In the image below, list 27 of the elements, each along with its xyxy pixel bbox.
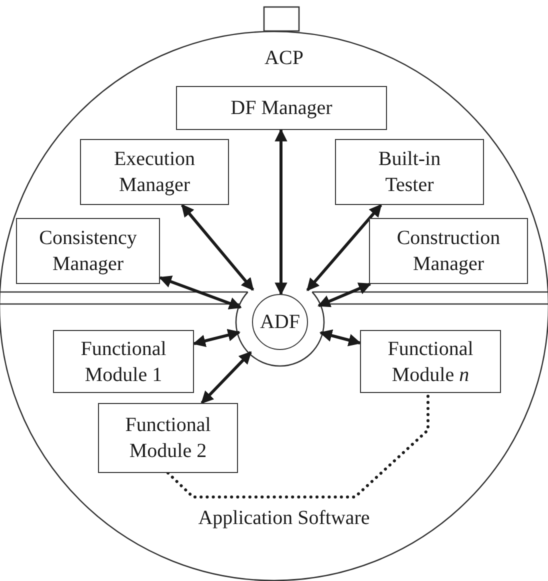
node-label: Execution Manager [112,147,196,198]
node-label: Functional Module 1 [80,336,168,388]
double-arrow [274,128,288,296]
process-box [16,218,160,284]
node-label: Built-in Tester [377,147,442,198]
double-arrow [158,276,242,310]
process-box [53,330,194,393]
process-box [98,403,238,473]
node-label: Construction Manager [396,226,502,277]
region-label: ACP [264,47,304,70]
region-label: Application Software [198,507,370,530]
node-label: ADF [258,310,301,335]
double-arrow [319,329,362,346]
process-box [360,330,501,393]
double-arrow [192,328,241,348]
process-box [335,139,484,205]
process-box [176,86,387,130]
node-label: Functional Module n [386,336,474,388]
node-label: Consistency Manager [38,226,138,277]
node-label: DF Manager [230,96,334,121]
double-arrow [318,282,372,308]
process-box [80,139,229,205]
node-label: Functional Module 2 [124,413,212,464]
double-arrow [306,204,382,292]
process-box [369,218,528,284]
double-arrow [200,351,252,404]
double-arrow [180,204,254,291]
